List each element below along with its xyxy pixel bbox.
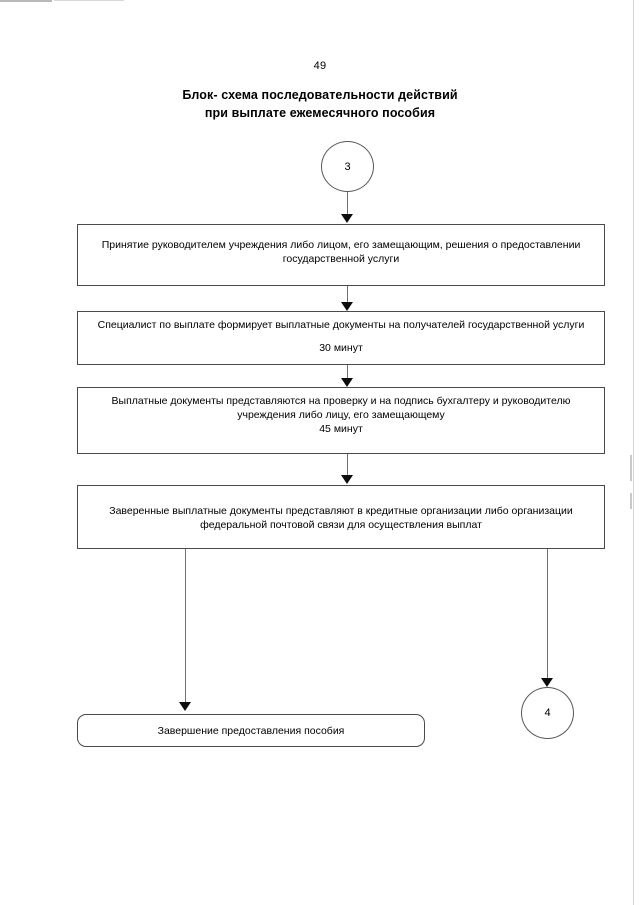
process-box-step-1[interactable]: Принятие руководителем учреждения либо л…	[77, 224, 605, 286]
process-box-step-4-text: Заверенные выплатные документы представл…	[109, 505, 573, 531]
arrowhead-step3	[341, 378, 353, 387]
scan-artifact-right-edge	[633, 0, 634, 905]
arrowhead-step1	[341, 214, 353, 223]
arrowhead-node4	[541, 678, 553, 687]
process-box-step-3-duration: 45 минут	[319, 423, 363, 435]
connector-line-step4-to-node4	[547, 549, 548, 681]
arrowhead-step4	[341, 475, 353, 484]
connector-line-step2-to-step3	[347, 365, 348, 383]
process-box-step-3[interactable]: Выплатные документы представляются на пр…	[77, 387, 605, 454]
connector-node-4-label: 4	[544, 707, 551, 719]
page-title-line-1: Блок- схема последовательности действий	[182, 88, 458, 102]
connector-line-step3-to-step4	[347, 454, 348, 479]
page-title: Блок- схема последовательности действий …	[0, 86, 640, 122]
scan-artifact-mark-2	[630, 493, 632, 509]
connector-line-node3-to-step1	[347, 192, 348, 216]
page-title-line-2: при выплате ежемесячного пособия	[204, 106, 436, 120]
process-box-step-4[interactable]: Заверенные выплатные документы представл…	[77, 485, 605, 549]
scan-artifact-top-left	[0, 0, 52, 2]
connector-node-4[interactable]: 4	[521, 687, 574, 739]
scan-artifact-mark-1	[630, 455, 632, 481]
process-box-step-2-duration: 30 минут	[319, 342, 363, 354]
connector-line-step1-to-step2	[347, 286, 348, 305]
terminator-box-end-text: Завершение предоставления пособия	[157, 724, 345, 737]
process-box-step-2-text: Специалист по выплате формирует выплатны…	[97, 319, 585, 331]
connector-node-3[interactable]: 3	[321, 141, 374, 192]
connector-node-3-label: 3	[344, 160, 351, 173]
process-box-step-2[interactable]: Специалист по выплате формирует выплатны…	[77, 311, 605, 365]
arrowhead-terminator	[179, 702, 191, 711]
page-number: 49	[313, 60, 327, 72]
process-box-step-3-text: Выплатные документы представляются на пр…	[111, 395, 571, 421]
connector-line-step4-to-terminator	[185, 549, 186, 706]
arrowhead-step2	[341, 302, 353, 311]
scan-artifact-top-left-2	[54, 0, 124, 1]
process-box-step-1-text: Принятие руководителем учреждения либо л…	[101, 239, 581, 265]
terminator-box-end[interactable]: Завершение предоставления пособия	[77, 714, 425, 747]
